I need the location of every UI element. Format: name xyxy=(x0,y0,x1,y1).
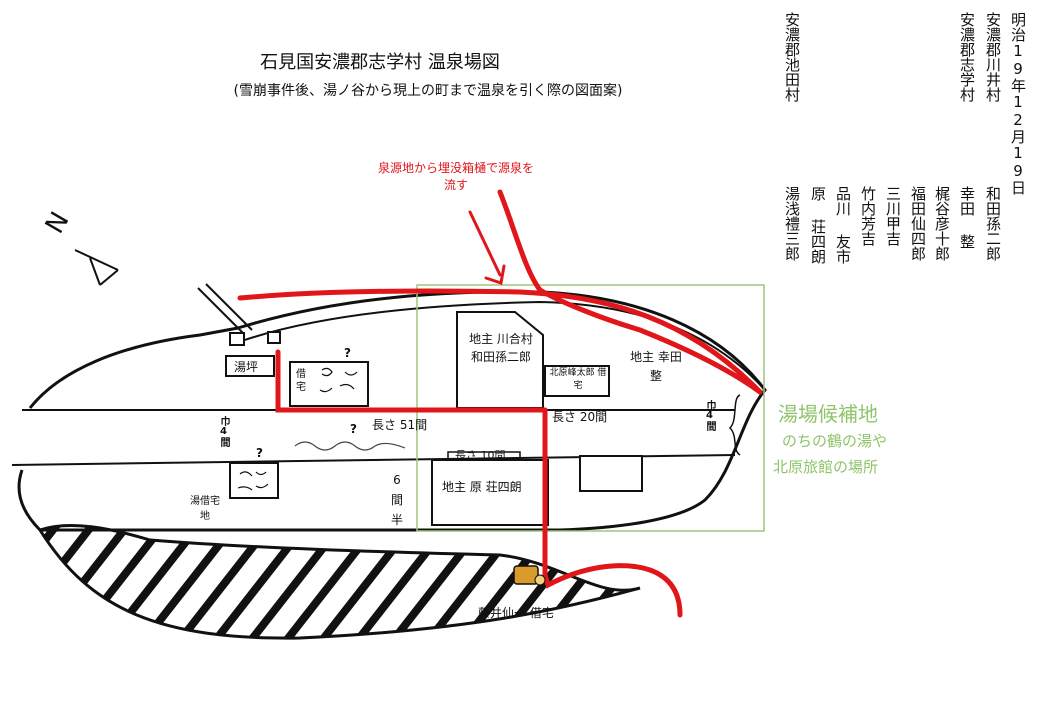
lot-koda: 地主 幸田 整 xyxy=(630,350,682,383)
doc-col-1: 安濃郡池田村 xyxy=(783,12,801,102)
hillside-hatching xyxy=(37,524,641,640)
yutsubo-label: 湯坪 xyxy=(234,360,259,374)
north-arrow xyxy=(74,249,119,286)
length-51-label: 長さ 51間 xyxy=(372,418,428,432)
doc-col-3: 安濃郡志学村 xyxy=(958,12,976,102)
map-subtitle: (雪崩事件後、湯ノ谷から現上の町まで温泉を引く際の図面案) xyxy=(233,83,623,99)
candidate-title: 湯場候補地 xyxy=(778,402,878,426)
doc-col-4: 安濃郡川井村 xyxy=(984,12,1002,102)
source-note: 泉源地から埋没箱樋で源泉を流す xyxy=(377,161,534,192)
length-10-label: 長さ 10間 xyxy=(455,449,506,462)
candidate-sub2: 北原旅館の場所 xyxy=(773,458,879,476)
fujii-label: 藤井仙一 借宅 xyxy=(478,606,554,620)
shakutaku-label: 借宅 xyxy=(296,369,306,393)
lot-kawai: 地主 川合村 和田孫二郎 xyxy=(469,332,533,364)
candidate-sub1: のちの鶴の湯や xyxy=(782,432,888,450)
pipe-down xyxy=(542,407,683,618)
width-right-label: 巾4間 xyxy=(704,400,715,431)
question-mark-3: ? xyxy=(256,446,263,460)
width-six-label: 6間半 xyxy=(390,473,403,527)
lot-kitahara: 北原峰太郎 借宅 xyxy=(549,368,607,391)
doc-col-5: 明治19年12月19日 xyxy=(1009,12,1027,195)
lot-hara: 地主 原 荘四朗 xyxy=(442,480,522,494)
pipe-street xyxy=(275,349,548,413)
doc-name-6: 福田仙四郎 xyxy=(909,186,927,261)
question-mark-2: ? xyxy=(350,422,357,436)
doc-name-3: 品川 友市 xyxy=(834,186,852,264)
yuba-lot-label: 湯借宅地 xyxy=(190,496,220,522)
pipe-source xyxy=(497,189,763,395)
doc-name-1: 湯浅禮三郎 xyxy=(783,186,801,261)
question-mark-1: ? xyxy=(344,346,351,360)
doc-name-4: 竹内芳吉 xyxy=(859,186,877,246)
width-left-label: 巾4間 xyxy=(218,416,229,447)
doc-name-8: 幸田 整 xyxy=(958,186,976,249)
pipe-upper xyxy=(237,288,763,395)
terrain-outline xyxy=(17,290,767,532)
doc-name-5: 三川甲吉 xyxy=(884,186,902,246)
doc-name-7: 梶谷彦十郎 xyxy=(933,186,951,261)
map-title: 石見国安濃郡志学村 温泉場図 xyxy=(260,52,500,73)
source-arrow xyxy=(468,210,502,277)
doc-name-9: 和田孫二郎 xyxy=(984,186,1002,261)
length-20-label: 長さ 20間 xyxy=(552,410,608,424)
doc-name-2: 原 荘四朗 xyxy=(809,186,827,264)
